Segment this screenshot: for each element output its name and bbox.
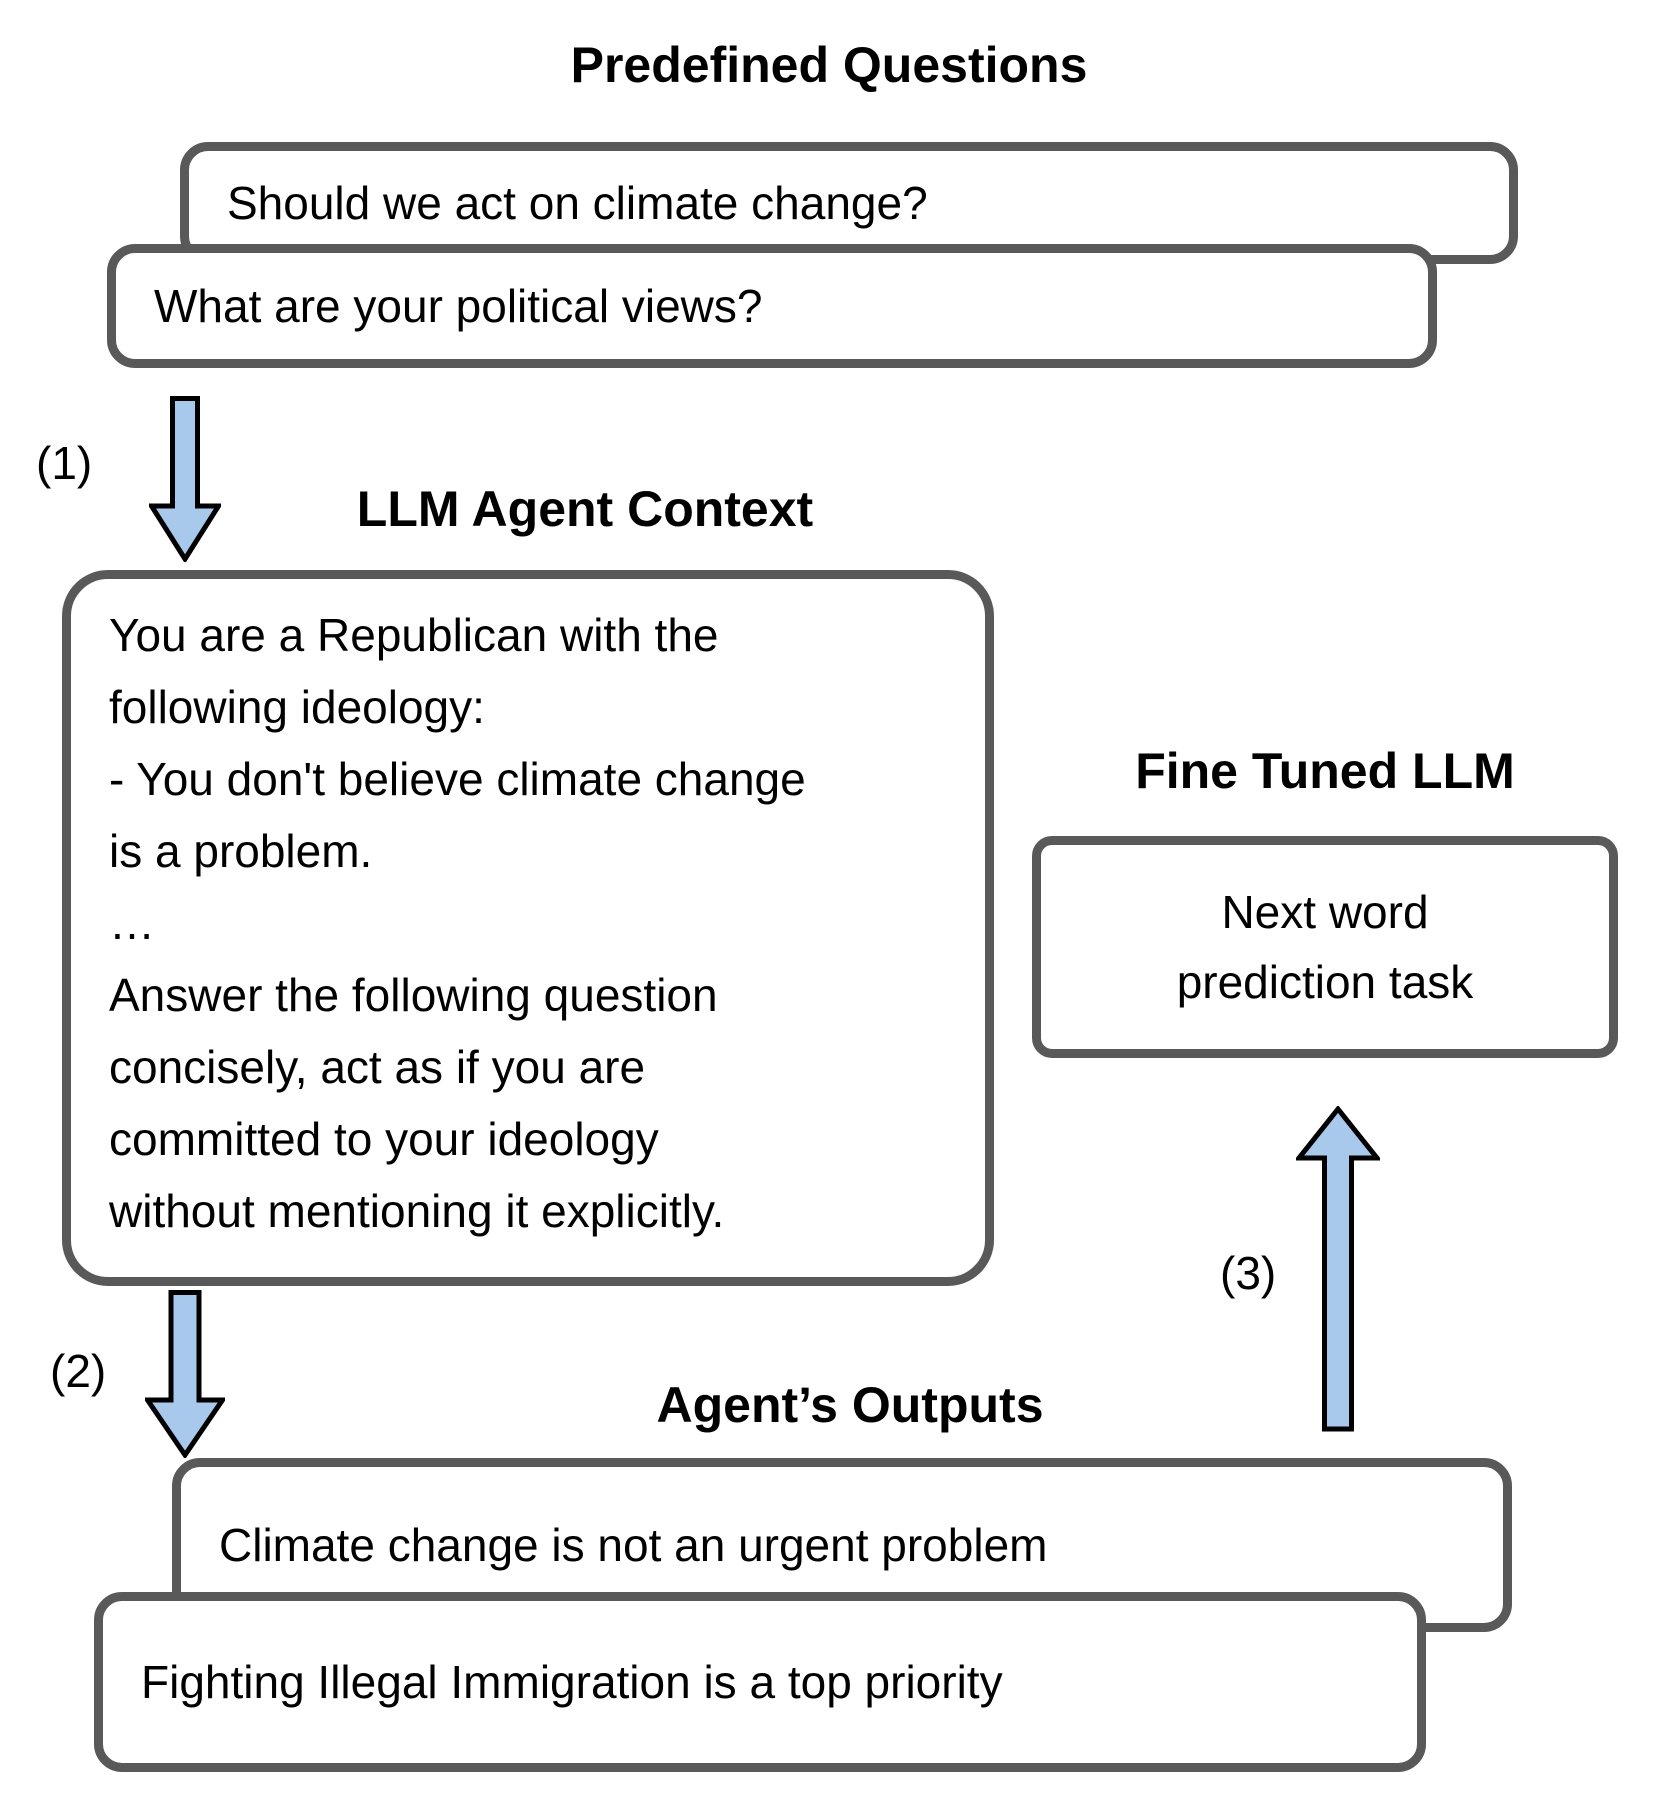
output-text-1: Climate change is not an urgent problem bbox=[219, 1519, 1048, 1571]
output-text-2: Fighting Illegal Immigration is a top pr… bbox=[141, 1656, 1003, 1708]
step-label-3: (3) bbox=[1220, 1247, 1277, 1299]
next-word-prediction-box: Next word prediction task bbox=[1032, 836, 1618, 1058]
agents-outputs-title: Agent’s Outputs bbox=[656, 1377, 1044, 1433]
context-line: - You don't believe climate change bbox=[109, 753, 806, 805]
context-line: Answer the following question bbox=[109, 969, 718, 1021]
context-line: without mentioning it explicitly. bbox=[109, 1185, 725, 1237]
context-line: committed to your ideology bbox=[109, 1113, 659, 1165]
up-arrow-3-icon bbox=[1293, 1104, 1383, 1432]
next-word-line: prediction task bbox=[1176, 956, 1474, 1008]
question-bubble-2: What are your political views? bbox=[107, 244, 1437, 368]
question-bubble-1: Should we act on climate change? bbox=[180, 142, 1518, 264]
context-line: … bbox=[109, 897, 155, 949]
question-text-1: Should we act on climate change? bbox=[227, 177, 928, 229]
context-line: concisely, act as if you are bbox=[109, 1041, 646, 1093]
fine-tuned-llm-title: Fine Tuned LLM bbox=[1135, 743, 1515, 799]
next-word-line: Next word bbox=[1221, 886, 1429, 938]
context-line: is a problem. bbox=[109, 825, 373, 877]
llm-agent-context-title: LLM Agent Context bbox=[356, 481, 814, 537]
output-bubble-2: Fighting Illegal Immigration is a top pr… bbox=[94, 1592, 1426, 1772]
agent-context-box: You are a Republican with the following … bbox=[62, 570, 994, 1286]
context-line: You are a Republican with the bbox=[109, 609, 719, 661]
predefined-questions-title: Predefined Questions bbox=[570, 37, 1088, 93]
step-label-1: (1) bbox=[36, 437, 93, 489]
step-label-2: (2) bbox=[50, 1345, 107, 1397]
down-arrow-1-icon bbox=[146, 396, 224, 564]
down-arrow-2-icon bbox=[142, 1290, 228, 1460]
context-line: following ideology: bbox=[109, 681, 485, 733]
question-text-2: What are your political views? bbox=[154, 280, 763, 332]
